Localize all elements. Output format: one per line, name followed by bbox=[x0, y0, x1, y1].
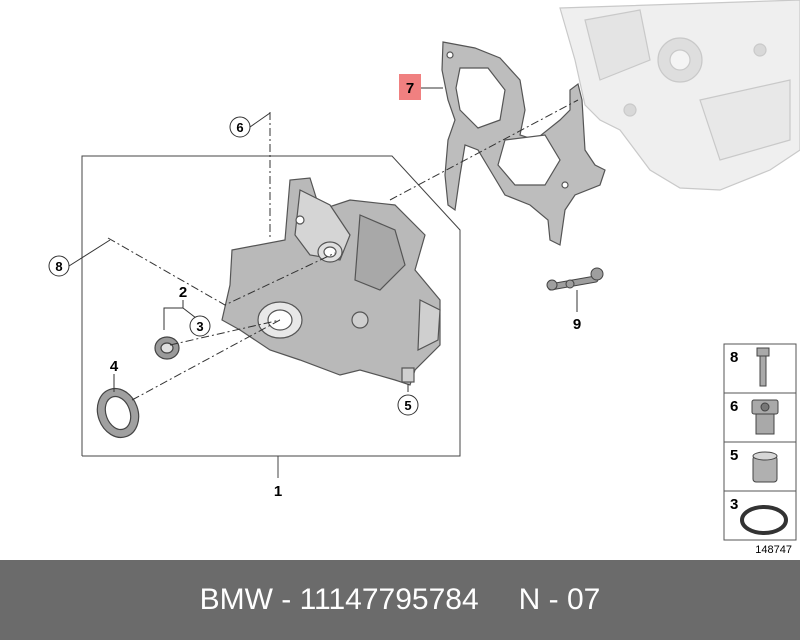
legend-item-8[interactable]: 8 bbox=[730, 347, 770, 387]
o-ring-icon bbox=[740, 505, 788, 535]
legend-label-5: 5 bbox=[730, 447, 738, 464]
plug-icon bbox=[751, 399, 779, 435]
timing-cover-illustration bbox=[221, 177, 441, 386]
label-4[interactable]: 4 bbox=[110, 358, 119, 375]
leader-lines bbox=[107, 87, 579, 401]
gasket-illustration bbox=[441, 41, 606, 246]
engine-block-illustration bbox=[559, 0, 800, 191]
parts-diagram: 6 8 3 5 2 4 1 9 7 8 6 bbox=[48, 0, 800, 556]
callout-3[interactable]: 3 bbox=[189, 315, 211, 337]
solid-leaders bbox=[68, 112, 578, 392]
sleeve-2-illustration bbox=[154, 336, 180, 360]
legend-item-6[interactable]: 6 bbox=[730, 398, 779, 435]
bolt-icon bbox=[756, 347, 770, 387]
label-7: 7 bbox=[406, 80, 414, 97]
legend-item-3[interactable]: 3 bbox=[730, 496, 788, 535]
footer-bar: BMW - 11147795784 N - 07 bbox=[0, 560, 800, 640]
callout-3-label: 3 bbox=[196, 319, 203, 334]
brand-part-number: BMW - 11147795784 bbox=[199, 583, 479, 616]
legend-label-3: 3 bbox=[730, 496, 738, 513]
callout-6[interactable]: 6 bbox=[229, 116, 251, 138]
legend-label-6: 6 bbox=[730, 398, 738, 415]
diagram-reference-number: 148747 bbox=[755, 544, 792, 556]
sleeve-icon bbox=[752, 451, 778, 483]
legend-item-5[interactable]: 5 bbox=[730, 447, 778, 483]
seal-ring-4-illustration bbox=[96, 387, 140, 439]
legend-panel: 8 6 5 3 bbox=[723, 343, 797, 541]
assembly-frame bbox=[81, 155, 461, 478]
label-2[interactable]: 2 bbox=[179, 284, 187, 301]
callout-5-label: 5 bbox=[404, 398, 411, 413]
page-indicator: N - 07 bbox=[518, 583, 601, 616]
callout-8-label: 8 bbox=[55, 259, 62, 274]
callout-6-label: 6 bbox=[236, 120, 243, 135]
label-1[interactable]: 1 bbox=[274, 483, 282, 500]
label-7-highlighted[interactable]: 7 bbox=[399, 74, 421, 100]
callout-5[interactable]: 5 bbox=[397, 394, 419, 416]
callout-8[interactable]: 8 bbox=[48, 255, 70, 277]
label-9[interactable]: 9 bbox=[573, 316, 581, 333]
legend-label-8: 8 bbox=[730, 349, 738, 366]
bolt-9-illustration bbox=[546, 267, 604, 291]
